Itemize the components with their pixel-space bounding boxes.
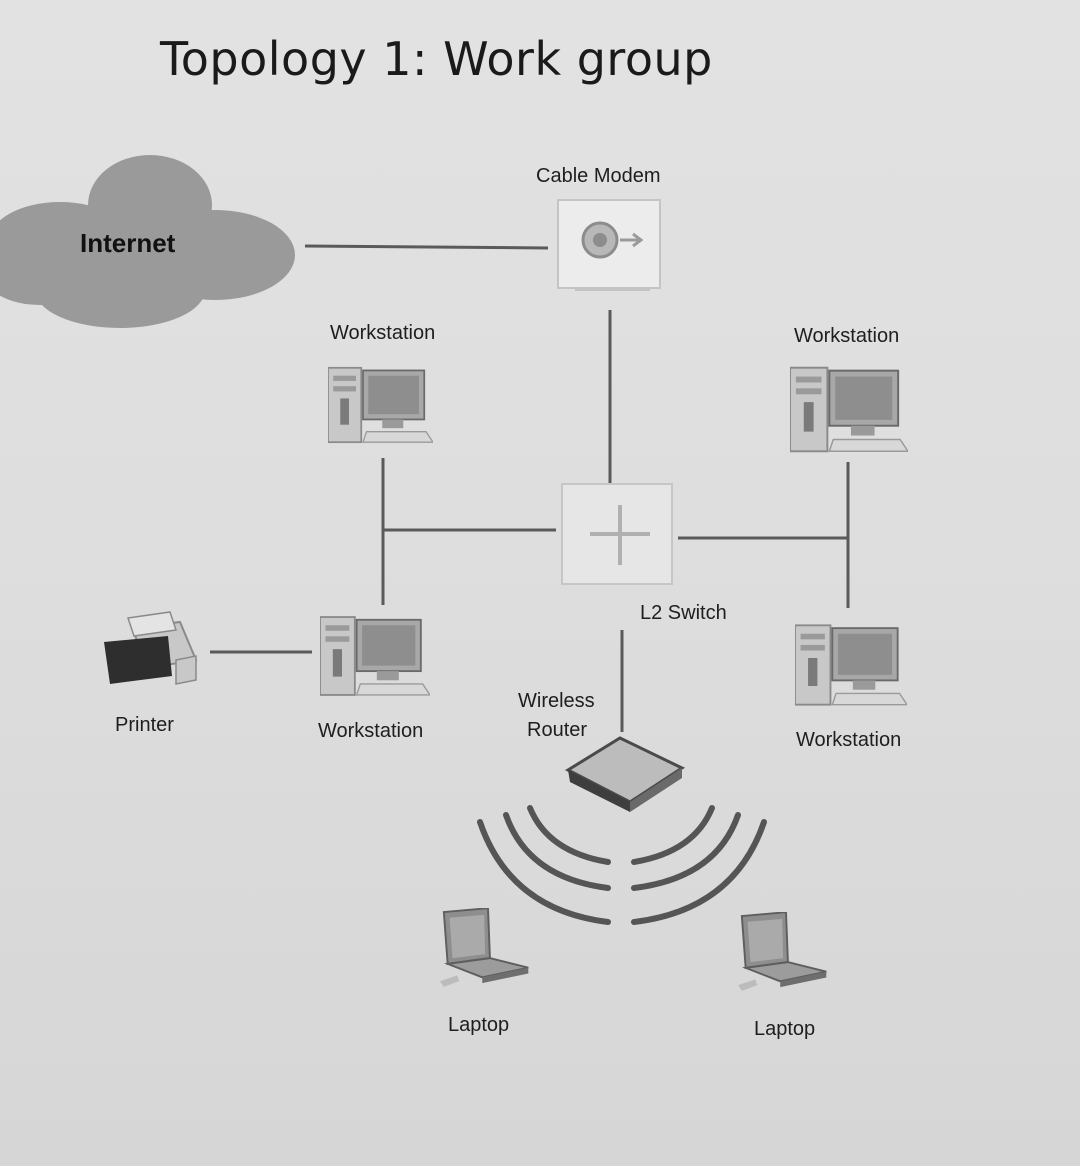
- l2-switch-label: L2 Switch: [640, 602, 727, 624]
- workstation-bottom-right-label: Workstation: [796, 729, 902, 751]
- page-title: Topology 1: Work group: [160, 32, 713, 86]
- workstation-top-left-label: Workstation: [330, 322, 436, 344]
- laptop-right-label: Laptop: [754, 1018, 816, 1040]
- workstation-bottom-left-label: Workstation: [318, 720, 424, 742]
- cable-modem-icon: [557, 199, 661, 291]
- workstation-icon: [320, 616, 430, 696]
- workstation-top-right-label: Workstation: [794, 325, 900, 347]
- workstation-icon: [328, 366, 433, 444]
- wireless-router-icon: [564, 736, 686, 812]
- laptop-left-label: Laptop: [448, 1014, 510, 1036]
- printer-label: Printer: [115, 714, 174, 736]
- laptop-icon: [738, 912, 828, 992]
- network-links: [210, 244, 850, 732]
- laptop-icon: [440, 908, 530, 988]
- printer-icon: [104, 611, 198, 685]
- cable-modem-label: Cable Modem: [536, 165, 661, 187]
- wireless-router-label-line1: Wireless: [518, 690, 595, 712]
- internet-cloud-icon: [0, 155, 295, 328]
- wireless-router-label-line2: Router: [527, 719, 588, 741]
- wireless-signal-icon: [477, 805, 767, 925]
- internet-label: Internet: [80, 228, 176, 258]
- workstation-icon: [795, 624, 907, 706]
- workstation-icon: [790, 366, 908, 453]
- link-internet-modem: [304, 244, 549, 250]
- switch-icon: [561, 483, 673, 585]
